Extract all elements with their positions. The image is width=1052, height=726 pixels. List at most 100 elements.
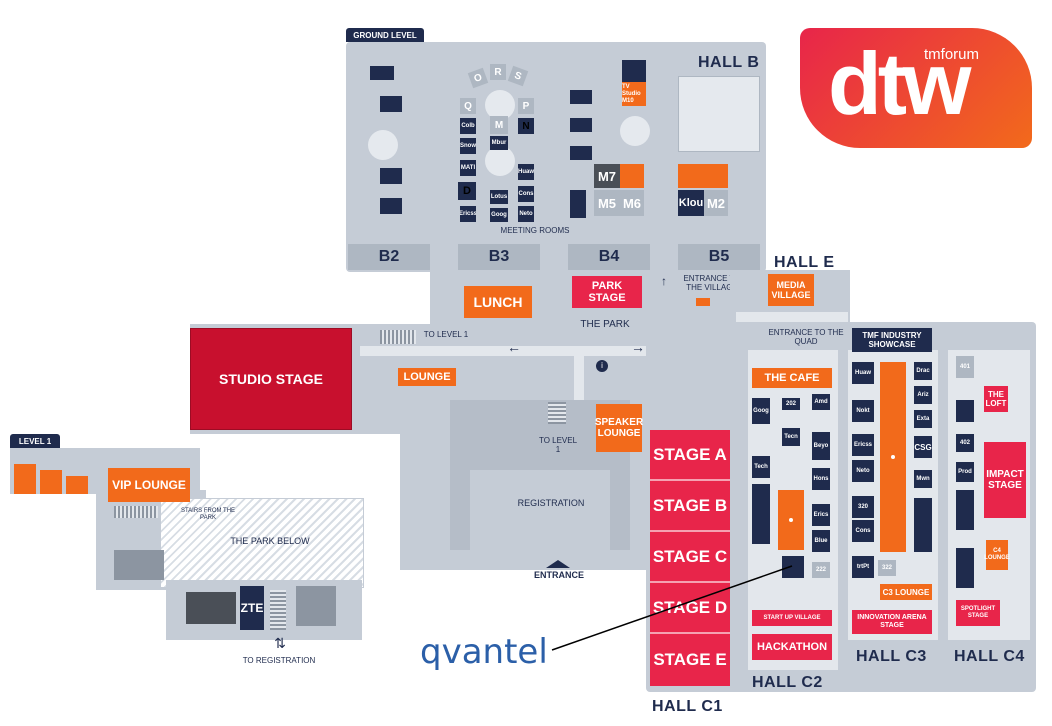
c3-booth-block xyxy=(914,498,932,552)
c3-booth-mwn: Mwn xyxy=(914,470,932,488)
meeting-room-m: M xyxy=(490,116,508,134)
c2-booth-beyo: Beyo xyxy=(812,432,830,460)
media-village-label[interactable]: MEDIA VILLAGE xyxy=(768,274,814,306)
arrow-right: → xyxy=(631,339,645,355)
hall-b-label: HALL B xyxy=(698,54,760,71)
round-table-mid2 xyxy=(485,146,515,176)
c4-booth-402: 402 xyxy=(956,434,974,452)
stairs-mid xyxy=(548,402,566,424)
seating-block xyxy=(570,146,592,160)
stairs-from-park xyxy=(114,506,158,518)
c2-booth-202: 202 xyxy=(782,398,800,410)
startup-village[interactable]: START UP VILLAGE xyxy=(752,610,832,626)
meeting-rooms-label: MEETING ROOMS xyxy=(500,226,570,235)
vip-lounge[interactable]: VIP LOUNGE xyxy=(108,468,190,502)
park-stage[interactable]: PARK STAGE xyxy=(572,276,642,308)
c2-booth-tech: Tech xyxy=(752,456,770,478)
c3-booth-exta: Exta xyxy=(914,410,932,428)
room-m2: M2 xyxy=(704,190,728,216)
stage-a[interactable]: STAGE A xyxy=(650,430,730,481)
level1-room-2 xyxy=(40,470,62,494)
c2-booth-hons: Hons xyxy=(812,468,830,490)
booth-mati: MATI xyxy=(460,160,476,176)
to-registration-label: TO REGISTRATION xyxy=(242,656,316,665)
spotlight-stage[interactable]: SPOTLIGHT STAGE xyxy=(956,600,1000,626)
impact-stage[interactable]: IMPACT STAGE xyxy=(984,442,1026,518)
room-m6: M6 xyxy=(620,190,644,216)
block-b2[interactable]: B2 xyxy=(348,244,430,270)
stairs-top xyxy=(380,330,416,344)
park-below-label: THE PARK BELOW xyxy=(230,536,310,546)
concourse-walkway-vert xyxy=(574,346,584,406)
hall-c4-label: HALL C4 xyxy=(954,648,1025,665)
booth-lotus: Lotus xyxy=(490,190,508,204)
c2-booth-tecn: Tecn xyxy=(782,428,800,446)
c4-lounge[interactable]: C4 LOUNGE xyxy=(984,540,1010,570)
seating-block xyxy=(380,198,402,214)
tmf-industry-showcase[interactable]: TMF INDUSTRY SHOWCASE xyxy=(852,328,932,352)
room-klou: Klou xyxy=(678,190,704,216)
seating-block xyxy=(380,168,402,184)
c4-booth-prod: Prod xyxy=(956,462,974,482)
tmforum-logo-text: tmforum xyxy=(924,46,980,63)
c4-booth-block-a xyxy=(956,400,974,422)
lunch-area[interactable]: LUNCH xyxy=(464,286,532,318)
entrance-quad-label: ENTRANCE TO THE QUAD xyxy=(768,328,844,346)
village-entrance-marker xyxy=(696,298,710,306)
stage-d[interactable]: STAGE D xyxy=(650,583,730,634)
hall-b-empty-block xyxy=(678,76,760,152)
booth-goog-mr: Goog xyxy=(490,208,508,222)
c2-center-aisle xyxy=(778,490,804,550)
level1-room-grey xyxy=(114,550,164,580)
zte-booth: ZTE xyxy=(240,586,264,630)
c2-booth-blue: Blue xyxy=(812,530,830,552)
c3-booth-ericss: Ericss xyxy=(852,434,874,456)
lounge[interactable]: LOUNGE xyxy=(398,368,456,386)
stage-b[interactable]: STAGE B xyxy=(650,481,730,532)
c3-booth-trtpt: trtPt xyxy=(852,556,874,578)
c3-lounge[interactable]: C3 LOUNGE xyxy=(880,584,932,600)
stairs-from-park-label: STAIRS FROM THE PARK xyxy=(180,508,236,521)
block-b4[interactable]: B4 xyxy=(568,244,650,270)
studio-stage[interactable]: STUDIO STAGE xyxy=(190,328,352,430)
hall-e-label: HALL E xyxy=(774,254,835,271)
hackathon[interactable]: HACKATHON xyxy=(752,634,832,660)
dtw-logo-text: dtw xyxy=(828,34,972,133)
stage-e[interactable]: STAGE E xyxy=(650,634,730,686)
booth-neto-mr: Neto xyxy=(518,206,534,222)
c2-booth-erics: Erics xyxy=(812,504,830,526)
tv-studio-m10: TV Studio M10 xyxy=(622,82,646,106)
booth-cons-mr: Cons xyxy=(518,186,534,202)
speaker-lounge[interactable]: SPEAKER LOUNGE xyxy=(595,404,643,452)
entrance-marker xyxy=(546,560,570,568)
meeting-room-r: R xyxy=(490,64,506,80)
booth-snow: Snow xyxy=(460,138,476,154)
round-table-left xyxy=(368,130,398,160)
level1-room-1 xyxy=(14,464,36,494)
c3-booth-drac: Drac xyxy=(914,362,932,380)
innovation-arena-stage[interactable]: INNOVATION ARENA STAGE xyxy=(852,610,932,634)
stage-c[interactable]: STAGE C xyxy=(650,532,730,583)
meeting-room-d: D xyxy=(458,182,476,200)
c3-booth-csg: CSG xyxy=(914,436,932,458)
room-hall-b-icons xyxy=(678,164,728,188)
c3-booth-320: 320 xyxy=(852,496,874,518)
tv-studio-top xyxy=(622,60,646,82)
registration-label: REGISTRATION xyxy=(517,498,585,508)
room-m5: M5 xyxy=(594,190,620,216)
to-level1-mid-label: TO LEVEL 1 xyxy=(538,436,578,454)
entrance-label: ENTRANCE xyxy=(533,570,584,580)
seating-block xyxy=(570,118,592,132)
block-b5[interactable]: B5 xyxy=(678,244,760,270)
level1-tag: LEVEL 1 xyxy=(10,434,60,448)
c2-booth-goog: Goog xyxy=(752,398,770,424)
round-table-mid xyxy=(485,90,515,120)
booth-huaw-mr: Huaw xyxy=(518,164,534,180)
the-loft[interactable]: THE LOFT xyxy=(984,386,1008,412)
booth-ericss: Ericss xyxy=(460,206,476,222)
block-b3[interactable]: B3 xyxy=(458,244,540,270)
round-table-right xyxy=(620,116,650,146)
arrow-to-registration: ⇅ xyxy=(274,635,286,651)
the-cafe[interactable]: THE CAFE xyxy=(752,368,832,388)
meeting-room-p: P xyxy=(518,98,534,114)
